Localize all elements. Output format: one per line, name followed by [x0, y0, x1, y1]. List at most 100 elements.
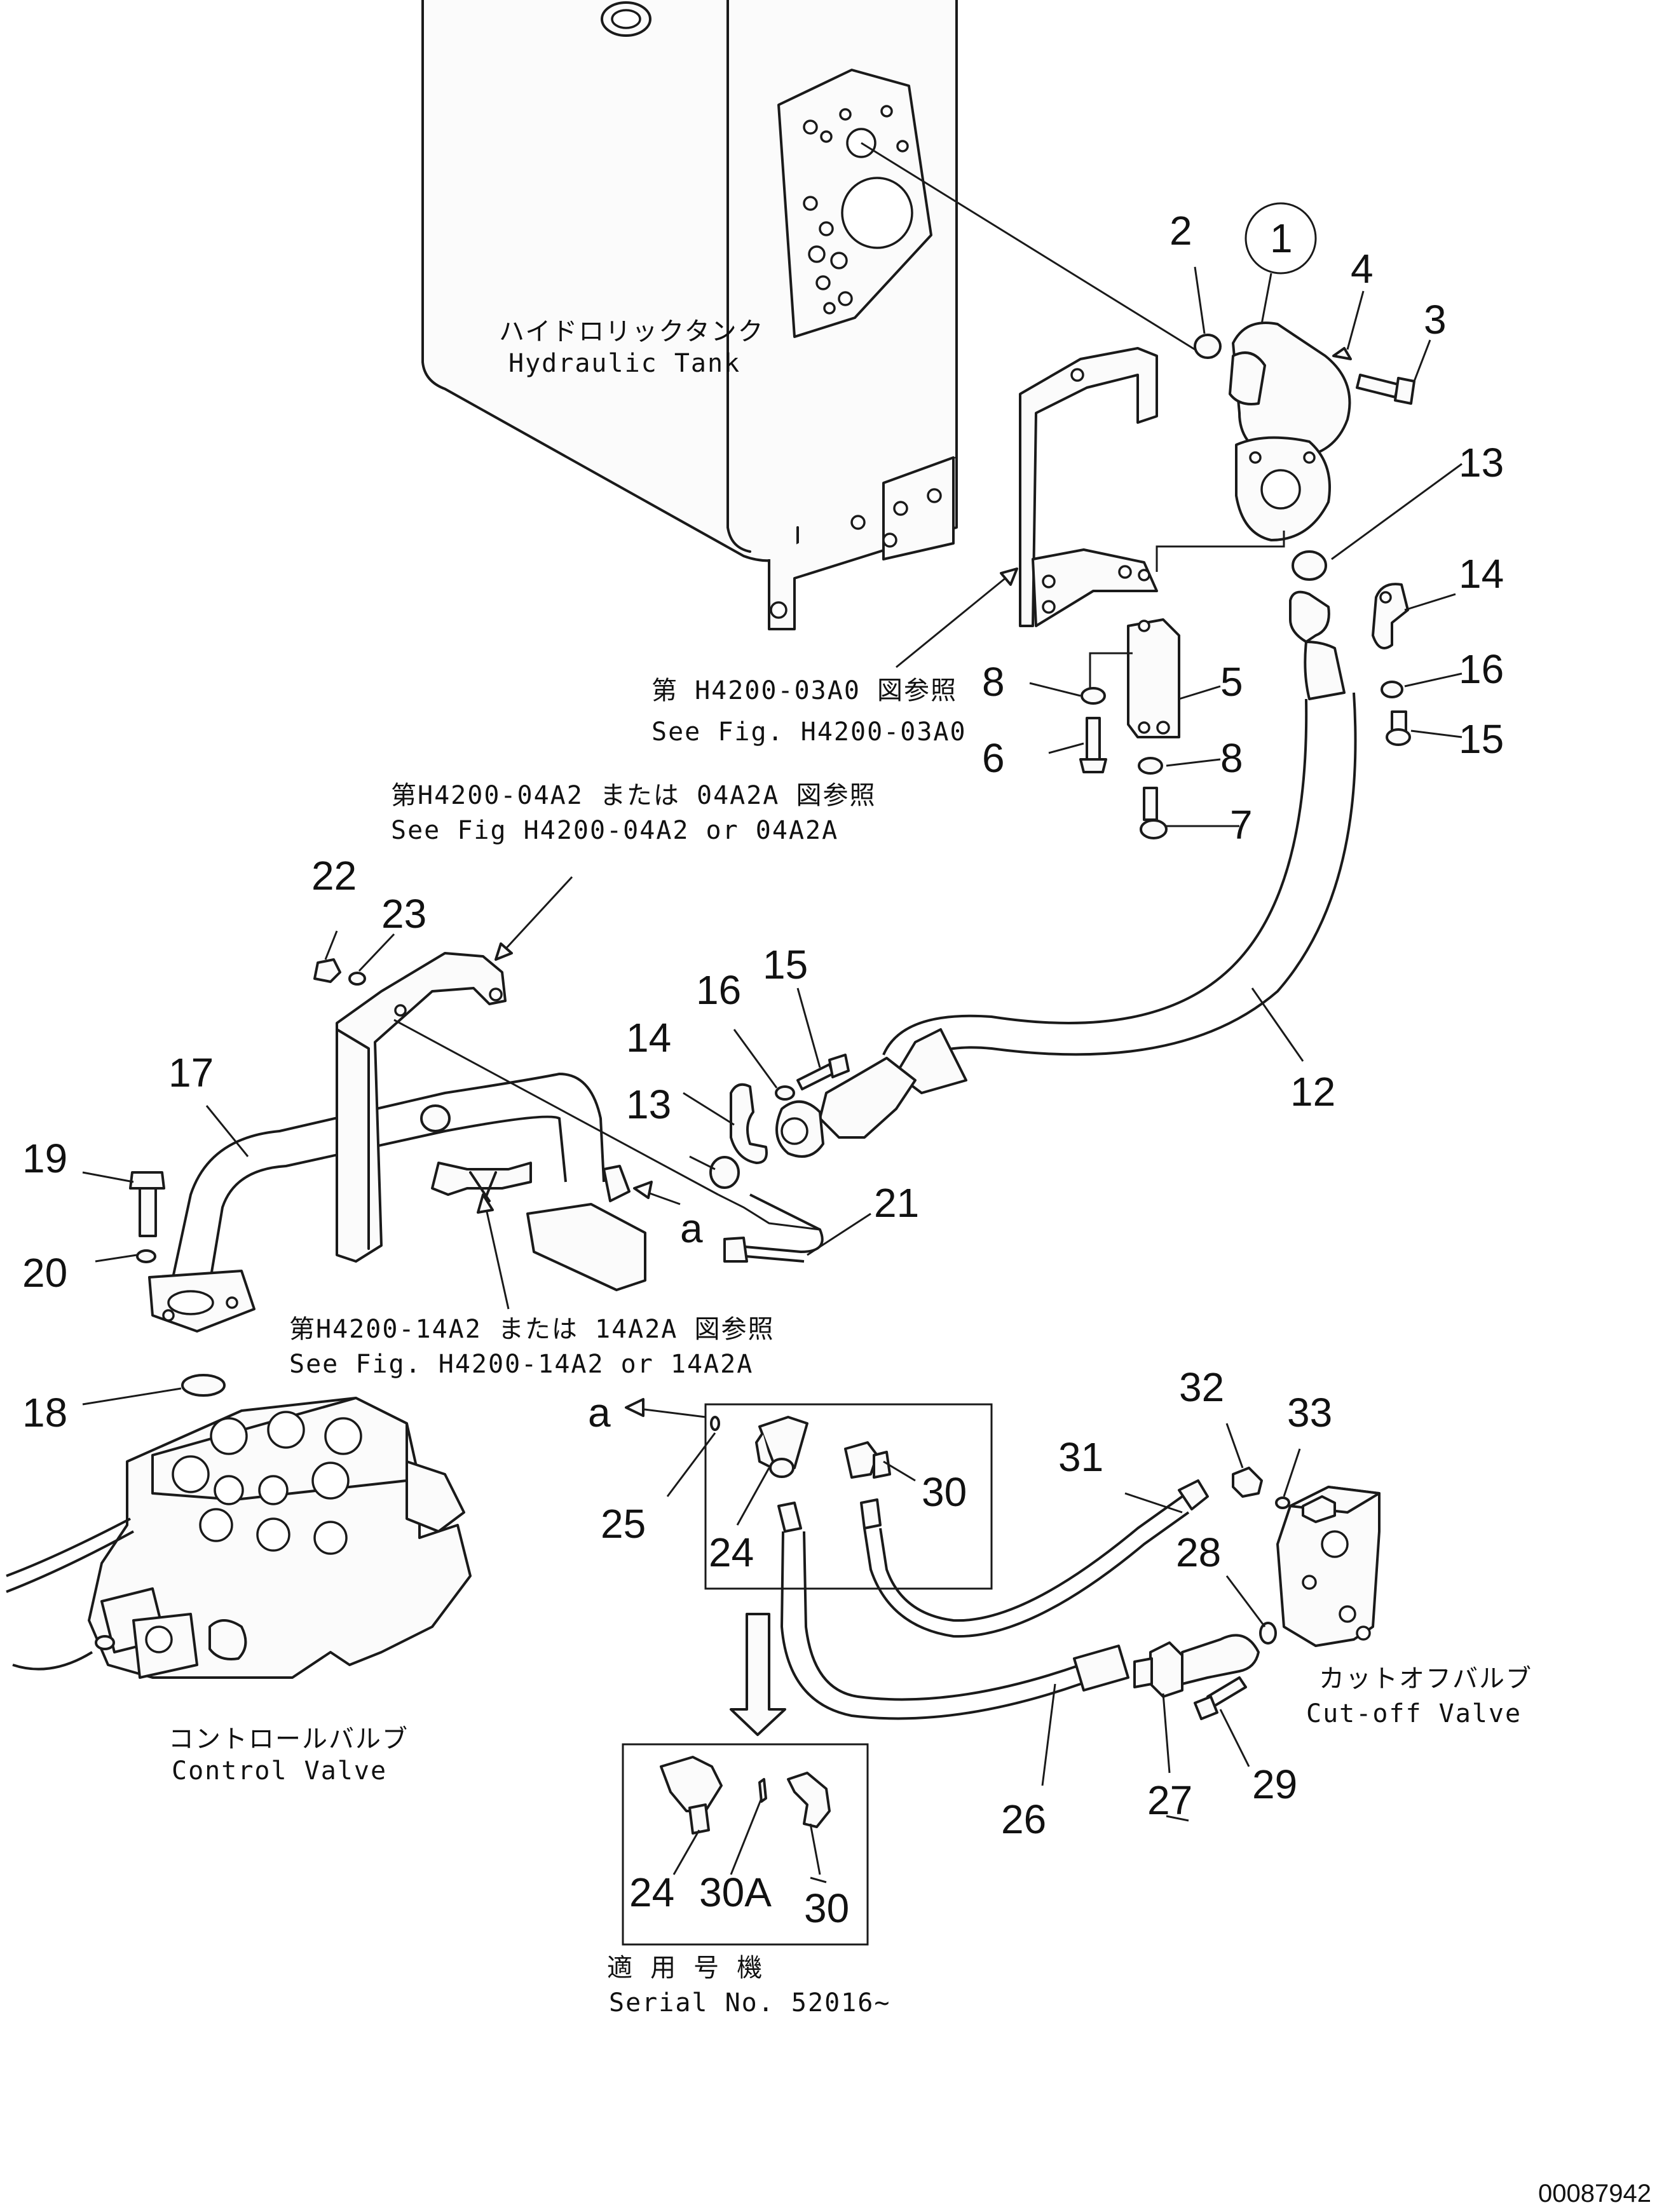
callout-5: 5: [1220, 659, 1243, 705]
callout-2: 2: [1169, 208, 1192, 254]
hydraulic-tank: ハイドロリックタンク Hydraulic Tank: [421, 0, 958, 630]
image-id: 00087942: [1538, 2180, 1651, 2208]
callout-circle-1: [1244, 202, 1317, 275]
bolt-15-low: [796, 1054, 850, 1090]
hose-31: [860, 1479, 1209, 1638]
callout-7: 7: [1230, 802, 1253, 848]
serial-label-jp: 適 用 号 機: [607, 1953, 763, 1983]
ref-04a2-en: See Fig H4200-04A2 or 04A2A: [391, 816, 838, 845]
callout-15-low: 15: [763, 942, 808, 987]
callout-20: 20: [22, 1250, 67, 1296]
washer-8a: [1081, 687, 1106, 705]
cutoff-valve-label-en: Cut-off Valve: [1306, 1699, 1522, 1728]
oring-28: [1259, 1622, 1277, 1645]
callout-33: 33: [1287, 1390, 1332, 1435]
connector-27: [1133, 1634, 1260, 1698]
callout-19: 19: [22, 1136, 67, 1181]
oring-13-low: [709, 1156, 740, 1189]
callout-31: 31: [1058, 1434, 1103, 1480]
tank-label-jp: ハイドロリックタンク: [499, 317, 765, 346]
oring-25: [710, 1416, 720, 1431]
oring-13-top: [1292, 550, 1327, 581]
clamp-14-low: [730, 1083, 768, 1164]
nut-22: [313, 958, 341, 983]
control-valve-label-en: Control Valve: [172, 1756, 387, 1786]
fitting-24: [755, 1416, 808, 1478]
callout-1: 1: [1270, 215, 1293, 261]
ref-03a0-en: See Fig. H4200-03A0: [651, 717, 967, 747]
bracket: [1019, 347, 1180, 738]
callout-24: 24: [709, 1530, 754, 1575]
ref-03a0-jp: 第 H4200-03A0 図参照: [651, 676, 957, 705]
callout-12: 12: [1290, 1069, 1335, 1115]
callout-21: 21: [874, 1180, 919, 1226]
washer-16-low: [775, 1085, 795, 1101]
callout-6: 6: [982, 735, 1005, 781]
callout-24-serial: 24: [629, 1869, 674, 1915]
leader-lines: [82, 202, 1463, 1883]
serial-label-en: Serial No. 52016~: [609, 1988, 890, 2018]
bolt-29: [1194, 1676, 1247, 1720]
elbow-part-1: [1229, 322, 1351, 541]
ref-14a2-jp: 第H4200-14A2 または 14A2A 図参照: [289, 1315, 774, 1344]
oring-2: [1194, 334, 1222, 359]
callout-13-low: 13: [626, 1082, 671, 1127]
elbow-32: [1232, 1467, 1263, 1498]
clamp-5: [1127, 618, 1180, 738]
control-valve: コントロールバルブ Control Valve: [6, 1397, 472, 1786]
washer-16-top: [1381, 681, 1403, 698]
callout-4: 4: [1351, 246, 1374, 292]
callout-26: 26: [1001, 1796, 1046, 1842]
bolt-6: [1079, 717, 1107, 773]
hose-12: [775, 590, 1357, 1158]
ref-14a2-en: See Fig. H4200-14A2 or 14A2A: [289, 1350, 753, 1379]
clamp-14-top: [1372, 583, 1409, 649]
callout-16-low: 16: [696, 967, 741, 1013]
bolt-7: [1140, 787, 1168, 839]
washer-20: [136, 1249, 156, 1263]
callout-29: 29: [1252, 1761, 1297, 1807]
kit-box: [704, 1403, 993, 1590]
oring-18: [181, 1374, 226, 1397]
callout-18: 18: [22, 1390, 67, 1435]
callout-23: 23: [381, 891, 426, 937]
callout-28: 28: [1176, 1530, 1221, 1575]
control-valve-label-jp: コントロールバルブ: [168, 1725, 409, 1754]
callout-27: 27: [1147, 1777, 1192, 1823]
callout-14-low: 14: [626, 1015, 671, 1061]
ref-arrows: [477, 567, 1018, 1418]
callout-15-top: 15: [1459, 716, 1504, 762]
cutoff-valve: カットオフバルブ Cut-off Valve: [1276, 1486, 1532, 1728]
pipe-17: [148, 1072, 646, 1333]
ref-a-2: a: [588, 1390, 611, 1435]
ref-04a2-jp: 第H4200-04A2 または 04A2A 図参照: [391, 781, 876, 810]
pipe-fitting: [431, 1162, 532, 1205]
ref-a-1: a: [680, 1205, 703, 1251]
fitting-30-serial: [787, 1772, 831, 1828]
oring-30a: [758, 1778, 767, 1803]
fitting-24-serial: [660, 1756, 723, 1835]
cutoff-valve-label-jp: カットオフバルブ: [1319, 1664, 1532, 1693]
tank-label-en: Hydraulic Tank: [508, 349, 740, 378]
bolt-3: [1356, 374, 1415, 405]
oring-33: [1275, 1496, 1290, 1509]
callout-32: 32: [1179, 1364, 1224, 1410]
washer-4: [1332, 347, 1352, 360]
washer-23: [348, 972, 366, 986]
callout-17: 17: [168, 1050, 214, 1096]
callout-14-top: 14: [1459, 551, 1504, 597]
pipe-bracket: [336, 952, 507, 1263]
serial-box: [622, 1743, 869, 1946]
callout-8b: 8: [1220, 735, 1243, 781]
washer-8b: [1138, 757, 1163, 775]
callout-30a: 30A: [699, 1869, 772, 1915]
callout-8a: 8: [982, 659, 1005, 705]
callout-16-top: 16: [1459, 646, 1504, 692]
bolt-19: [129, 1171, 165, 1237]
bolt-15-top: [1386, 710, 1411, 746]
down-arrow: [730, 1613, 786, 1736]
fitting-30: [844, 1441, 891, 1479]
callout-30-serial: 30: [804, 1885, 849, 1931]
hose-26: [777, 1502, 1129, 1720]
